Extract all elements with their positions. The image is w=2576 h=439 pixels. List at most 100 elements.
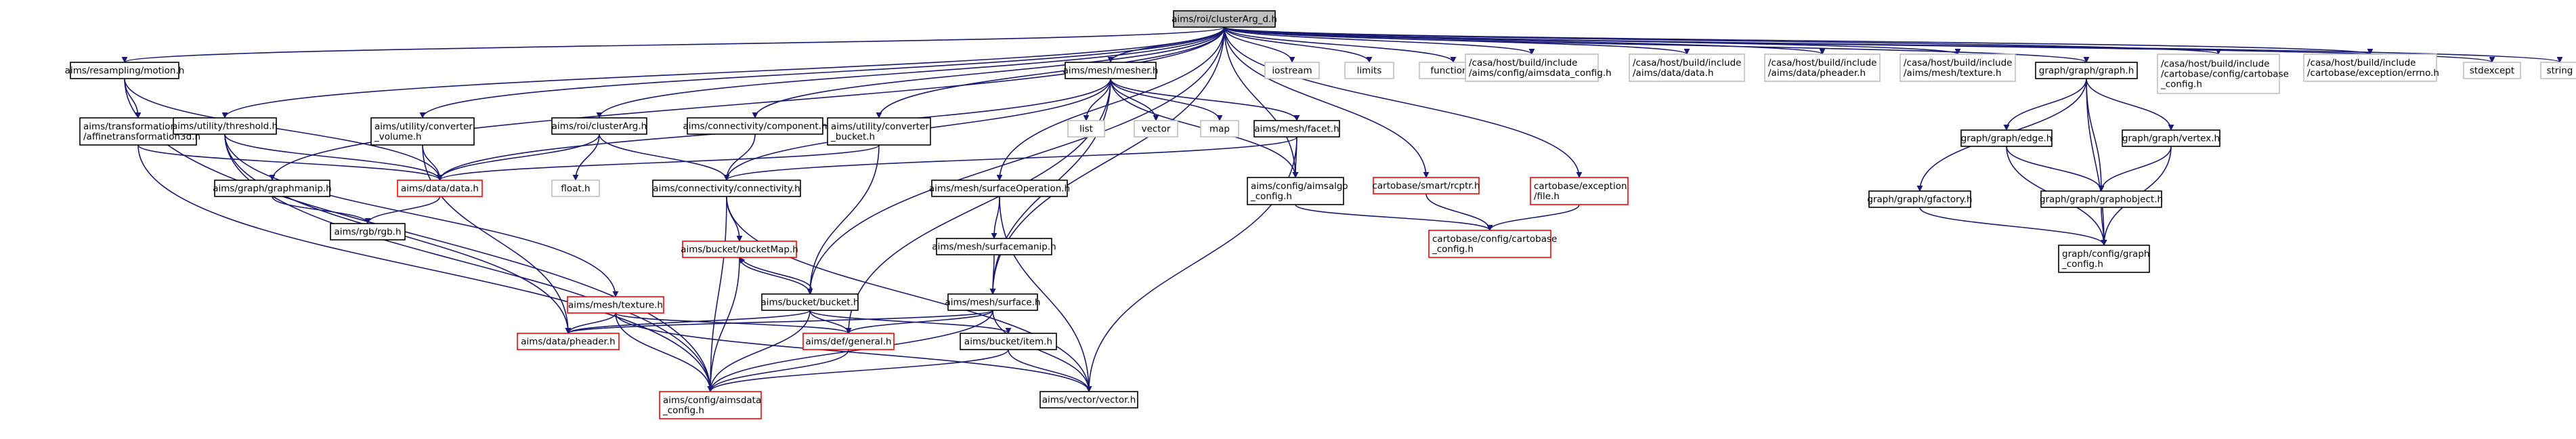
node-stdexcept[interactable]: stdexcept bbox=[2463, 62, 2521, 79]
edge-mesher-to-facet bbox=[1110, 78, 1300, 121]
node-edge[interactable]: graph/graph/edge.h bbox=[1960, 129, 2053, 147]
node-inc_pheader-box bbox=[1764, 54, 1881, 82]
node-inc_aimsdata_config[interactable]: /casa/host/build/include/aims/config/aim… bbox=[1465, 54, 1612, 82]
node-surfaceOperation[interactable]: aims/mesh/surfaceOperation.h bbox=[929, 180, 1070, 197]
node-inc_cartobase_config[interactable]: /casa/host/build/include/cartobase/confi… bbox=[2157, 54, 2289, 94]
node-exception_file[interactable]: cartobase/exception/file.h bbox=[1530, 177, 1629, 205]
node-surface-label: aims/mesh/surface.h bbox=[945, 297, 1040, 308]
edge-surfaceOperation-to-vector bbox=[999, 196, 1092, 392]
edge-surfacemanip-to-surface bbox=[989, 254, 996, 295]
node-inc_data[interactable]: /casa/host/build/include/aims/data/data.… bbox=[1629, 54, 1745, 82]
edge-threshold-to-aimsdata_config bbox=[224, 133, 714, 392]
node-data-box bbox=[397, 180, 483, 197]
node-vector_std[interactable]: vector bbox=[1134, 120, 1178, 138]
edge-root-to-surfaceOperation bbox=[996, 26, 1225, 181]
edge-clusterArg-to-data bbox=[437, 133, 600, 181]
node-item[interactable]: aims/bucket/item.h bbox=[960, 333, 1057, 350]
node-graph_config[interactable]: graph/config/graph_config.h bbox=[2058, 245, 2150, 273]
edge-root-to-graph bbox=[1224, 26, 2090, 63]
node-graph[interactable]: graph/graph/graph.h bbox=[2035, 62, 2138, 79]
edge-conv_bucket-to-data bbox=[437, 144, 880, 181]
node-list[interactable]: list bbox=[1067, 120, 1105, 138]
node-general-label: aims/def/general.h bbox=[805, 337, 891, 348]
node-clusterArg[interactable]: aims/roi/clusterArg.h bbox=[551, 117, 647, 135]
node-aimsdata_config[interactable]: aims/config/aimsdata_config.h bbox=[659, 391, 762, 419]
node-graphmanip[interactable]: aims/graph/graphmanip.h bbox=[213, 180, 332, 197]
node-surface-box bbox=[947, 293, 1038, 311]
edge-transformation-to-data bbox=[137, 144, 443, 181]
edge-bucket-to-bucketMap bbox=[739, 257, 813, 295]
node-surfacemanip[interactable]: aims/mesh/surfacemanip.h bbox=[932, 238, 1056, 255]
node-graphobject[interactable]: graph/graph/graphobject.h bbox=[2040, 190, 2163, 208]
edge-surface-to-vector bbox=[992, 310, 1092, 392]
node-conv_volume[interactable]: aims/utility/converter_volume.h bbox=[370, 117, 475, 146]
node-bucket-box bbox=[761, 293, 859, 311]
node-inc_pheader[interactable]: /casa/host/build/include/aims/data/phead… bbox=[1764, 54, 1881, 82]
node-vector-box bbox=[1039, 391, 1138, 409]
node-graph-label: graph/graph/graph.h bbox=[2039, 66, 2134, 77]
node-facet[interactable]: aims/mesh/facet.h bbox=[1253, 120, 1340, 138]
node-surface[interactable]: aims/mesh/surface.h bbox=[945, 293, 1041, 311]
edge-mesher-to-vector_std bbox=[1110, 78, 1159, 121]
node-clusterArg-label: aims/roi/clusterArg.h bbox=[552, 121, 647, 132]
node-graphmanip-box bbox=[214, 180, 330, 197]
node-root-label: aims/roi/clusterArg_d.h bbox=[1172, 14, 1277, 25]
edge-conv_bucket-to-bucket bbox=[807, 144, 880, 295]
node-bucketMap[interactable]: aims/bucket/bucketMap.h bbox=[681, 241, 798, 258]
node-resampling[interactable]: aims/resampling/motion.h bbox=[65, 62, 185, 79]
node-texture-label: aims/mesh/texture.h bbox=[568, 300, 663, 311]
edge-graph-to-vertex bbox=[2086, 78, 2174, 131]
node-inc_texture[interactable]: /casa/host/build/include/aims/mesh/textu… bbox=[1899, 54, 2016, 82]
node-surfacemanip-box bbox=[936, 238, 1052, 255]
edge-graphmanip-to-rgb bbox=[272, 196, 371, 224]
node-stdexcept-box bbox=[2463, 62, 2521, 79]
node-bucket[interactable]: aims/bucket/bucket.h bbox=[760, 293, 859, 311]
node-data[interactable]: aims/data/data.h bbox=[397, 180, 483, 197]
node-limits[interactable]: limits bbox=[1344, 62, 1394, 79]
node-bucketMap-box bbox=[682, 241, 797, 258]
node-connectivity-box bbox=[652, 180, 801, 197]
node-aimsalgo_config[interactable]: aims/config/aimsalgo_config.h bbox=[1247, 177, 1348, 205]
node-cartobase_config-label: cartobase/config/cartobase_config.h bbox=[1432, 234, 1557, 255]
node-vertex[interactable]: graph/graph/vertex.h bbox=[2122, 129, 2220, 147]
node-cartobase_config[interactable]: cartobase/config/cartobase_config.h bbox=[1428, 230, 1557, 258]
node-exception_file-box bbox=[1530, 177, 1629, 205]
node-functional-label: functional bbox=[1430, 66, 1476, 77]
node-threshold[interactable]: aims/utility/threshold.h bbox=[172, 117, 278, 135]
node-conv_bucket[interactable]: aims/utility/converter_bucket.h bbox=[827, 117, 931, 146]
node-rgb[interactable]: aims/rgb/rgb.h bbox=[330, 223, 406, 241]
node-graphmanip-label: aims/graph/graphmanip.h bbox=[213, 184, 332, 194]
node-inc_pheader-label: /casa/host/build/include/aims/data/phead… bbox=[1768, 58, 1876, 79]
node-component[interactable]: aims/connectivity/component.h bbox=[683, 117, 828, 135]
node-string[interactable]: string bbox=[2540, 62, 2576, 79]
node-mesher[interactable]: aims/mesh/mesher.h bbox=[1063, 62, 1159, 79]
node-map[interactable]: map bbox=[1200, 120, 1239, 138]
node-root[interactable]: aims/roi/clusterArg_d.h bbox=[1172, 10, 1277, 28]
node-texture[interactable]: aims/mesh/texture.h bbox=[567, 296, 664, 314]
node-connectivity[interactable]: aims/connectivity/connectivity.h bbox=[652, 180, 801, 197]
node-float[interactable]: float.h bbox=[551, 180, 600, 197]
node-gfactory[interactable]: graph/graph/gfactory.h bbox=[1867, 190, 1973, 208]
node-aimsalgo_config-label: aims/config/aimsalgo_config.h bbox=[1250, 181, 1348, 202]
node-component-label: aims/connectivity/component.h bbox=[683, 121, 827, 132]
node-vector[interactable]: aims/vector/vector.h bbox=[1039, 391, 1138, 409]
node-inc_aimsdata_config-label: /casa/host/build/include/aims/config/aim… bbox=[1469, 58, 1612, 79]
edge-root-to-exception_file bbox=[1224, 26, 1583, 178]
edge-facet-to-vector bbox=[1086, 136, 1297, 392]
node-iostream[interactable]: iostream bbox=[1264, 62, 1320, 79]
edge-edge-to-graphobject bbox=[2006, 146, 2105, 192]
edge-general-to-aimsdata_config bbox=[707, 349, 849, 392]
node-graphobject-box bbox=[2040, 190, 2162, 208]
node-general[interactable]: aims/def/general.h bbox=[802, 333, 895, 350]
edge-root-to-clusterArg bbox=[596, 26, 1225, 119]
node-pheader[interactable]: aims/data/pheader.h bbox=[517, 333, 620, 350]
node-iostream-box bbox=[1264, 62, 1320, 79]
node-limits-box bbox=[1344, 62, 1394, 79]
edge-root-to-limits bbox=[1224, 26, 1373, 63]
edge-root-to-bucket bbox=[807, 26, 1225, 295]
node-stdexcept-label: stdexcept bbox=[2470, 66, 2514, 77]
node-rcptr[interactable]: cartobase/smart/rcptr.h bbox=[1372, 177, 1480, 194]
node-inc_errno[interactable]: /casa/host/build/include/cartobase/excep… bbox=[2303, 54, 2439, 82]
node-list-label: list bbox=[1079, 124, 1093, 135]
